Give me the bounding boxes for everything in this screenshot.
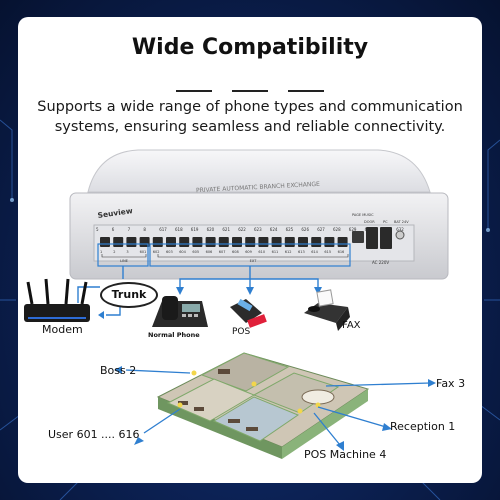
port-label-top: 627 (317, 227, 325, 232)
port-label-bottom: 604 (179, 250, 186, 254)
title-divider (18, 90, 482, 94)
fax-callout: Fax 3 (436, 377, 466, 390)
port-label-bottom: 608 (232, 250, 239, 254)
port-label-top: 617 (159, 227, 167, 232)
port-label-bottom: 614 (311, 250, 318, 254)
port-label-top: 5 (96, 227, 99, 232)
pos-machine-callout: POS Machine 4 (304, 448, 387, 461)
ext-label: EXT (250, 259, 258, 263)
normal-phone-label: Normal Phone (148, 331, 200, 339)
port-label-bottom: 611 (272, 250, 279, 254)
page-title: Wide Compatibility (131, 35, 369, 60)
port-label-top: 629 (349, 227, 357, 232)
port-label-top: 632 (396, 227, 404, 232)
port-label-top: 628 (333, 227, 341, 232)
pos-terminal-icon (230, 298, 267, 328)
fax-machine-icon (304, 289, 350, 331)
port-label-bottom: 613 (298, 250, 305, 254)
bat-label: BAT 24V (394, 220, 409, 224)
port-label-bottom: 612 (285, 250, 292, 254)
router-icon (24, 278, 90, 322)
port-label-bottom: 605 (192, 250, 199, 254)
boss-callout: Boss 2 (100, 364, 137, 377)
port-label-top: 619 (191, 227, 199, 232)
pbx-device: PRIVATE AUTOMATIC BRANCH EXCHANGE Seuvie… (69, 149, 449, 280)
port-label-top: 621 (222, 227, 230, 232)
port-label-bottom: 606 (206, 250, 213, 254)
trunk-label: Trunk (100, 282, 158, 308)
office-floorplan (156, 352, 370, 459)
port-label-bottom: 607 (219, 250, 226, 254)
connection-diagram (24, 266, 436, 459)
port-label-bottom: 602 (153, 250, 160, 254)
user-callout: User 601 .... 616 (48, 428, 140, 441)
port-label-top: 624 (270, 227, 278, 232)
desk-phone-icon (152, 296, 208, 327)
port-label-bottom: 3 (126, 250, 128, 254)
port-label-top: 8 (143, 227, 146, 232)
door-port (366, 227, 378, 249)
port-label-top: 622 (238, 227, 246, 232)
power-label: AC 220V (372, 260, 389, 265)
port-label-bottom: 601 (140, 250, 147, 254)
port-labels-bottom: 1 2 3 601 602 603 604 605 606 607 608 609 610 611 612 6… (100, 250, 344, 254)
port-label-top: 620 (207, 227, 215, 232)
port-label-bottom: 610 (258, 250, 265, 254)
modem-label: Modem (42, 323, 83, 336)
page-music-label: PAGE MUSIC (352, 213, 374, 217)
content-card: Wide Compatibility Supports a wide range… (18, 17, 482, 483)
port-label-bottom: 615 (324, 250, 331, 254)
page-subtitle: Supports a wide range of phone types and… (37, 99, 463, 135)
door-label: DOOR (364, 220, 375, 224)
pos-label: POS (232, 327, 251, 337)
page-music-port (352, 231, 364, 243)
port-label-bottom: 609 (245, 250, 252, 254)
port-label-top: 618 (175, 227, 183, 232)
fax-label: FAX (342, 320, 361, 331)
line-label: LINE (120, 259, 128, 263)
pc-label: PC (383, 220, 388, 224)
port-label-top: 625 (286, 227, 294, 232)
reception-callout: Reception 1 (390, 420, 456, 433)
port-label-top: 623 (254, 227, 262, 232)
port-label-top: 7 (128, 227, 131, 232)
port-label-bottom: 603 (166, 250, 173, 254)
port-label-top: 6 (112, 227, 115, 232)
port-label-top: 626 (301, 227, 309, 232)
pc-port (380, 227, 392, 249)
battery-terminal (395, 230, 405, 240)
port-label-bottom: 1 (100, 250, 102, 254)
port-label-bottom: 616 (338, 250, 345, 254)
port-label-bottom: 2 (113, 250, 115, 254)
